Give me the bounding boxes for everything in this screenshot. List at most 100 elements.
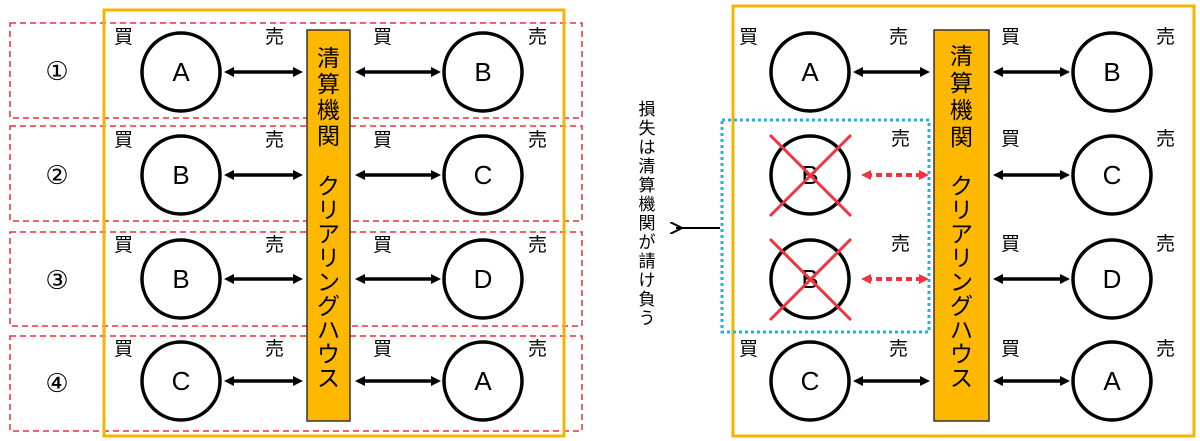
ch-sub-char: ク bbox=[950, 174, 973, 200]
sell-label: 売 bbox=[528, 338, 547, 360]
party-node bbox=[442, 31, 524, 113]
ch-sub-char: ク bbox=[317, 174, 340, 200]
note-char: 負 bbox=[639, 290, 656, 310]
buy-label: 買 bbox=[114, 234, 133, 256]
sell-label: 売 bbox=[1156, 26, 1175, 48]
party-node-label: B bbox=[172, 264, 189, 294]
buy-label: 買 bbox=[1001, 26, 1020, 48]
note-char: け bbox=[639, 271, 656, 291]
ch-char: 清 bbox=[950, 44, 973, 70]
buy-label: 買 bbox=[114, 129, 133, 151]
note-char: 失 bbox=[639, 119, 656, 139]
ch-sub-char: グ bbox=[317, 294, 340, 320]
left-orange-frame bbox=[102, 8, 566, 438]
sell-label: 売 bbox=[528, 26, 547, 48]
party-node-label: D bbox=[1103, 264, 1122, 294]
note-char: 清 bbox=[639, 157, 656, 177]
right-panel: 清 算 機 関 ク リ ア リ ン グ ハ ウ ス 買 売 買 売 A B 売 … bbox=[720, 4, 1196, 438]
party-node bbox=[140, 238, 222, 320]
ch-sub-char: ウ bbox=[950, 342, 973, 368]
party-node-label: B bbox=[172, 160, 189, 190]
ch-char: 機 bbox=[950, 98, 973, 124]
sell-label: 売 bbox=[528, 234, 547, 256]
default-cross-icon bbox=[768, 237, 853, 322]
ch-char: 関 bbox=[317, 124, 340, 150]
buy-label: 買 bbox=[1001, 128, 1020, 150]
buy-label: 買 bbox=[373, 338, 392, 360]
party-node bbox=[769, 31, 851, 113]
note-char: は bbox=[639, 138, 656, 158]
left-clearing-house-title: 清 算 機 関 bbox=[317, 46, 340, 150]
party-node-label: A bbox=[801, 57, 819, 87]
sell-label: 売 bbox=[1156, 338, 1175, 360]
ch-sub-char: グ bbox=[950, 294, 973, 320]
ch-sub-char: ハ bbox=[317, 318, 340, 344]
party-node-label: C bbox=[172, 366, 191, 396]
sell-label: 売 bbox=[1156, 233, 1175, 255]
note-char: 機 bbox=[639, 195, 656, 215]
buy-label: 買 bbox=[114, 26, 133, 48]
ch-sub-char: ス bbox=[317, 366, 340, 392]
left-clearing-house-subtitle: ク リ ア リ ン グ ハ ウ ス bbox=[317, 174, 340, 392]
party-node-label: D bbox=[474, 264, 493, 294]
left-panel: 清 算 機 関 ク リ ア リ ン グ ハ ウ ス ① 買 売 買 売 A B … bbox=[9, 8, 583, 438]
sell-label: 売 bbox=[265, 26, 284, 48]
ch-char: 算 bbox=[950, 71, 973, 97]
sell-label: 売 bbox=[528, 129, 547, 151]
party-node bbox=[140, 134, 222, 216]
ch-sub-char: リ bbox=[950, 198, 973, 224]
party-node bbox=[1071, 238, 1153, 320]
right-clearing-house bbox=[933, 29, 990, 422]
row-number: ③ bbox=[45, 266, 68, 296]
ch-sub-char: ウ bbox=[317, 342, 340, 368]
row-1-dashed-box bbox=[9, 22, 583, 119]
note-char: が bbox=[639, 233, 656, 253]
party-node-label: B bbox=[1103, 57, 1120, 87]
row-2-dashed-box bbox=[9, 125, 583, 222]
note-char: 関 bbox=[639, 214, 656, 234]
ch-char: 関 bbox=[950, 125, 973, 151]
party-node bbox=[1071, 340, 1153, 422]
sell-label: 売 bbox=[1156, 128, 1175, 150]
row-number: ① bbox=[45, 57, 68, 87]
sell-label: 売 bbox=[889, 26, 908, 48]
ch-sub-char: ア bbox=[950, 222, 973, 248]
party-node-label: C bbox=[801, 366, 820, 396]
buy-label: 買 bbox=[739, 338, 758, 360]
buy-label: 買 bbox=[373, 234, 392, 256]
default-cross-icon bbox=[768, 133, 853, 218]
buy-label: 買 bbox=[114, 338, 133, 360]
buy-label: 買 bbox=[739, 26, 758, 48]
note-char: 算 bbox=[639, 176, 656, 196]
ch-char: 機 bbox=[317, 98, 340, 124]
ch-char: 算 bbox=[317, 72, 340, 98]
note-char: 請 bbox=[639, 252, 656, 272]
ch-sub-char: ハ bbox=[950, 318, 973, 344]
party-node bbox=[140, 340, 222, 422]
row-3-dashed-box bbox=[9, 231, 583, 327]
ch-char: 清 bbox=[317, 46, 340, 72]
right-clearing-house-title: 清 算 機 関 bbox=[950, 44, 973, 151]
ch-sub-char: リ bbox=[317, 246, 340, 272]
ch-sub-char: ア bbox=[317, 222, 340, 248]
defaulted-blue-box bbox=[720, 118, 931, 334]
buy-label: 買 bbox=[1001, 233, 1020, 255]
sell-label: 売 bbox=[891, 128, 910, 150]
party-node-label: B bbox=[474, 57, 491, 87]
ch-sub-char: リ bbox=[317, 198, 340, 224]
right-orange-frame bbox=[731, 4, 1196, 438]
ch-sub-char: ス bbox=[950, 366, 973, 392]
sell-label: 売 bbox=[891, 233, 910, 255]
sell-label: 売 bbox=[889, 338, 908, 360]
note-char: 損 bbox=[639, 100, 656, 120]
party-node bbox=[442, 134, 524, 216]
left-clearing-house bbox=[306, 29, 351, 422]
party-node bbox=[1071, 31, 1153, 113]
party-node bbox=[442, 340, 524, 422]
ch-sub-char: リ bbox=[950, 246, 973, 272]
party-node-label: A bbox=[1103, 366, 1121, 396]
buy-label: 買 bbox=[373, 26, 392, 48]
party-node bbox=[769, 340, 851, 422]
sell-label: 売 bbox=[265, 234, 284, 256]
